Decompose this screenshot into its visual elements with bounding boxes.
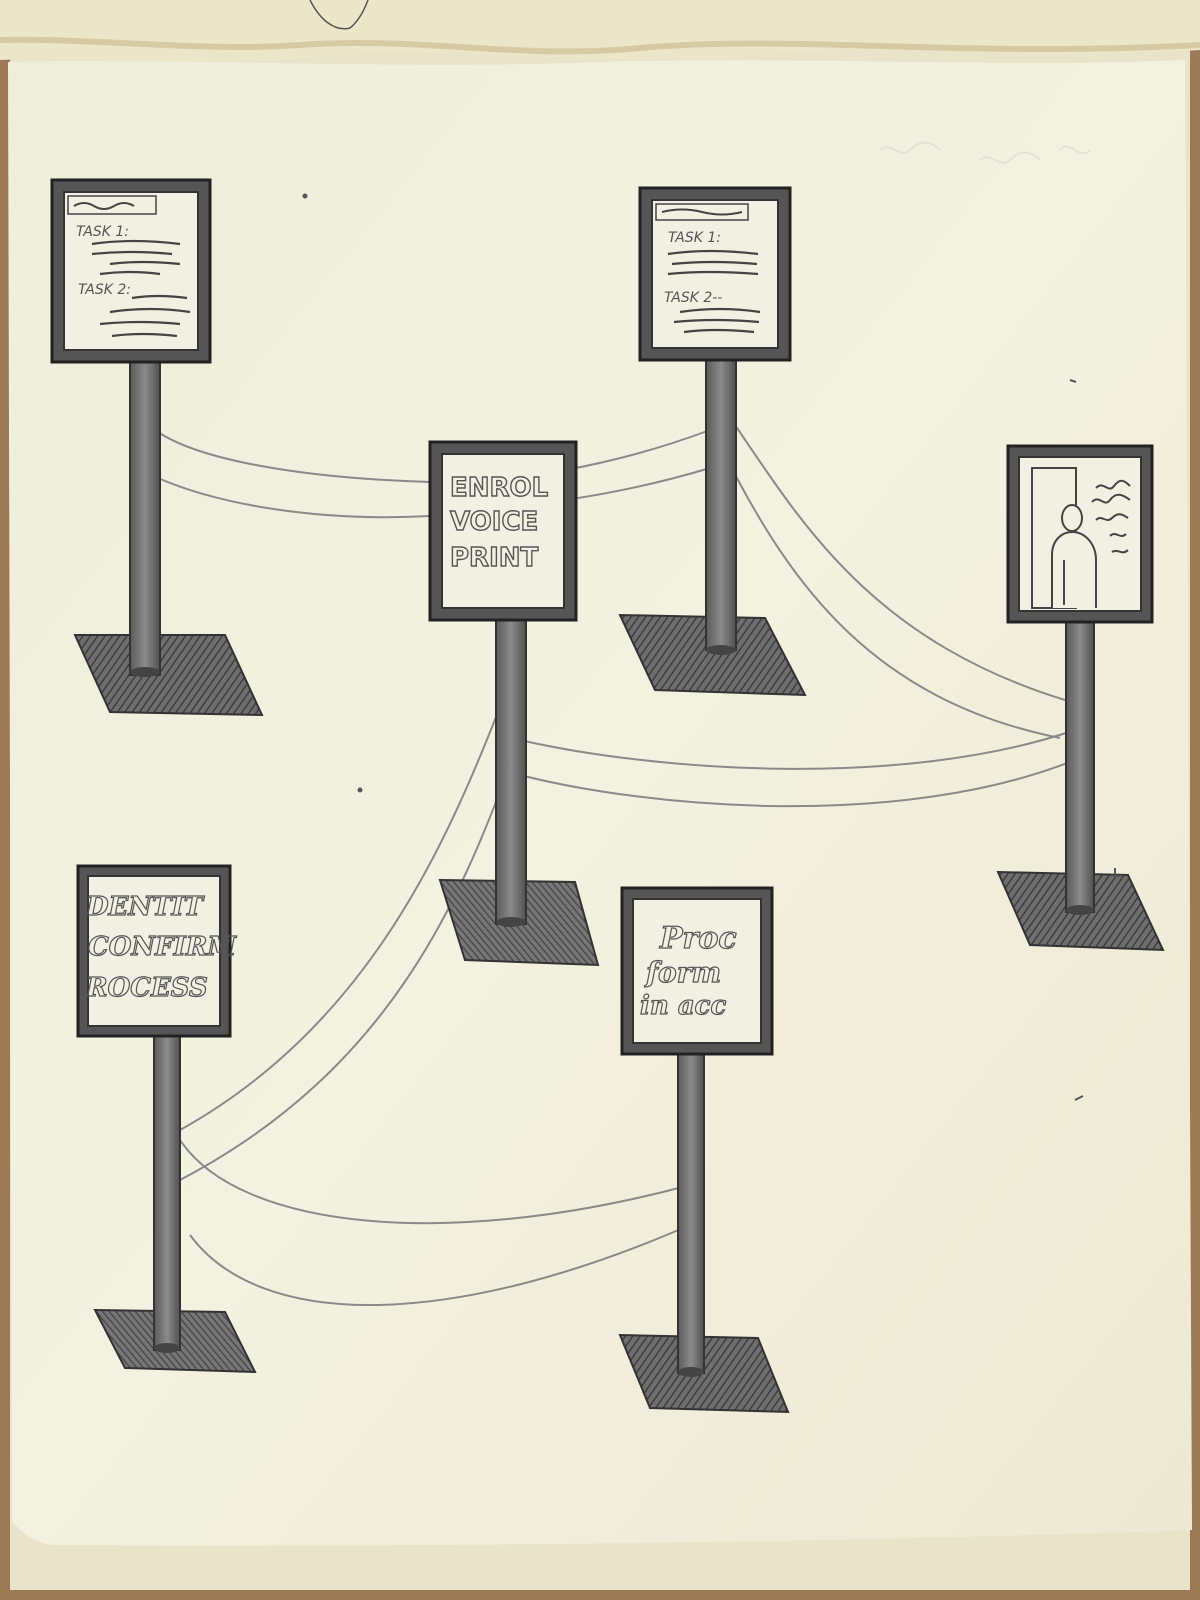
stray-pencil-marks	[302, 193, 1123, 1101]
tape-bottomleft-bottomcenter-lower	[189, 1224, 691, 1306]
tape-center-topright-upper	[564, 429, 711, 471]
sign-enrol-line1: ENROL	[450, 473, 548, 503]
tape-center-bottomleft-upper	[179, 711, 499, 1131]
sign-process-line3: in acc	[640, 991, 727, 1021]
post-pole	[129, 349, 161, 676]
sign-identity-line3: ROCESS	[85, 973, 208, 1003]
tape-center-bottomleft-lower	[179, 759, 513, 1181]
person-figure-icon	[1051, 504, 1097, 608]
sign-task1-label: TASK 1:	[668, 230, 721, 246]
post-pole	[495, 611, 527, 925]
post-pole	[705, 349, 737, 651]
sign-enrol-line2: VOICE	[450, 507, 538, 537]
tape-center-right-lower	[519, 759, 1076, 808]
sign-scribble-text	[1091, 479, 1131, 554]
sign-task1-label: TASK 1:	[76, 224, 129, 240]
sign-panel	[87, 875, 221, 1027]
post-base	[73, 634, 264, 717]
sign-process-line1: Proc	[659, 921, 737, 956]
sketch-page	[8, 60, 1192, 1546]
sign-identity-line1: DENTIT	[85, 892, 205, 922]
tape-center-topright-lower	[564, 467, 711, 501]
post-pole	[153, 1029, 181, 1351]
post-pole	[1065, 611, 1095, 913]
stanchion-identity: DENTIT CONFIRM ROCESS	[76, 864, 257, 1374]
sign-panel	[632, 898, 762, 1044]
sign-task2-label: TASK 2:	[78, 282, 131, 298]
tape-topright-right-lower	[729, 464, 1061, 739]
tape-topright-right-upper	[734, 424, 1066, 701]
sign-panel	[441, 453, 565, 609]
sign-task2-label: TASK 2--	[664, 290, 722, 306]
barrier-tapes	[154, 424, 1076, 1306]
post-pole	[677, 1047, 705, 1374]
tape-topleft-center-upper	[157, 431, 431, 483]
ghost-writing	[879, 141, 1091, 164]
stanchion-tasks-right: TASK 1: TASK 2--	[618, 186, 807, 697]
stanchion-tasks-left: TASK 1: TASK 2:	[50, 178, 264, 717]
tape-bottomleft-bottomcenter-upper	[179, 1139, 691, 1225]
sign-enrol-line3: PRINT	[450, 543, 539, 573]
stanchion-enrol: ENROL VOICE PRINT	[428, 440, 600, 967]
tape-topleft-center-lower	[157, 477, 431, 519]
sign-identity-line2: CONFIRM	[88, 932, 237, 962]
stanchion-process: Proc form in acc	[618, 886, 790, 1414]
sign-process-line2: form	[644, 956, 721, 989]
tape-center-right-upper	[519, 729, 1076, 770]
stanchion-figure	[996, 444, 1165, 952]
